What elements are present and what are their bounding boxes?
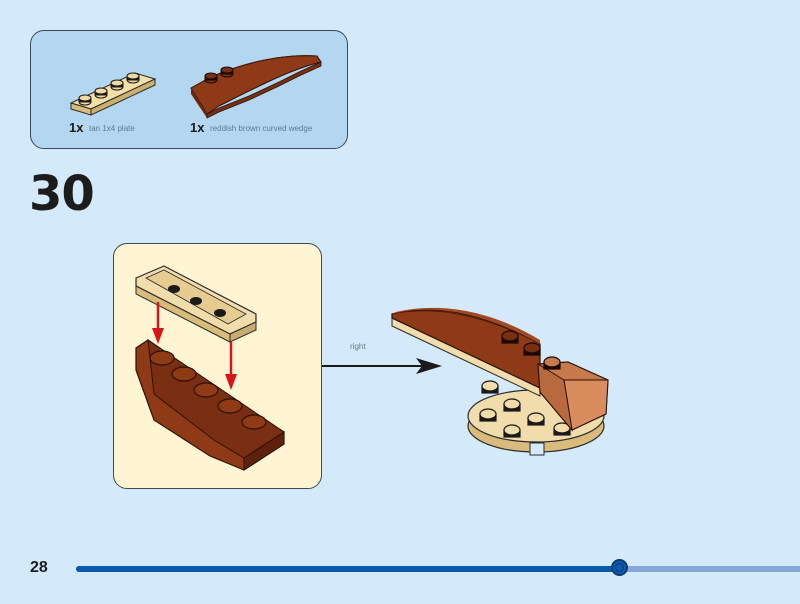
part-name: reddish brown curved wedge	[210, 124, 313, 133]
progress-track[interactable]	[76, 566, 800, 572]
red-arrow-icon	[152, 302, 237, 390]
parts-list-panel: 1x tan 1x4 plate 1x reddish brown curved…	[30, 30, 348, 149]
sub-assembly-illustration	[135, 265, 285, 471]
part-quantity: 1x	[69, 120, 84, 135]
brown-wedge-part-image	[190, 55, 322, 119]
arrow-direction-label: right	[350, 342, 366, 351]
arrow-right-icon	[322, 358, 442, 374]
main-assembly-illustration	[391, 307, 609, 456]
tan-plate-part-image	[69, 72, 157, 116]
step-number: 30	[29, 166, 95, 222]
part-name: tan 1x4 plate	[89, 124, 135, 133]
progress-thumb[interactable]	[611, 559, 628, 576]
sub-assembly-callout	[113, 243, 322, 489]
page-number: 28	[30, 559, 48, 576]
part-quantity: 1x	[190, 120, 205, 135]
progress-fill	[76, 566, 619, 572]
